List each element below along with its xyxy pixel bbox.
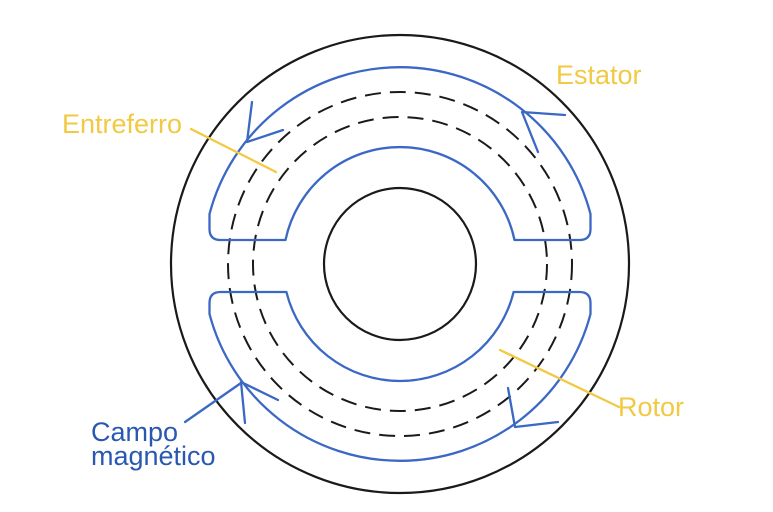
label-rotor: Rotor [618, 392, 685, 422]
field-arrow-top-right-icon [520, 110, 567, 154]
label-estator: Estator [556, 60, 642, 90]
label-campo-magnetico-line2: magnético [91, 441, 216, 471]
field-arrow-top-left-icon [245, 100, 285, 144]
rotor-leader-line [498, 348, 621, 409]
field-arrow-bottom-right-icon [506, 386, 560, 429]
magnetic-field-loop-bottom [208, 290, 592, 462]
rotor-shaft-circle [322, 186, 478, 342]
entreferro-leader-line [189, 127, 278, 174]
label-campo-magnetico-line1: Campo [91, 417, 179, 447]
label-entreferro: Entreferro [62, 109, 183, 139]
label-campo-magnetico: Campo magnético [91, 417, 216, 471]
air-gap-inner-dashed-circle [252, 116, 548, 412]
air-gap-outer-dashed-circle [227, 91, 573, 437]
magnetic-field-loop-top [208, 66, 592, 242]
campo-magnetico-leader-line [183, 381, 243, 424]
stator-outer-circle [169, 33, 631, 495]
